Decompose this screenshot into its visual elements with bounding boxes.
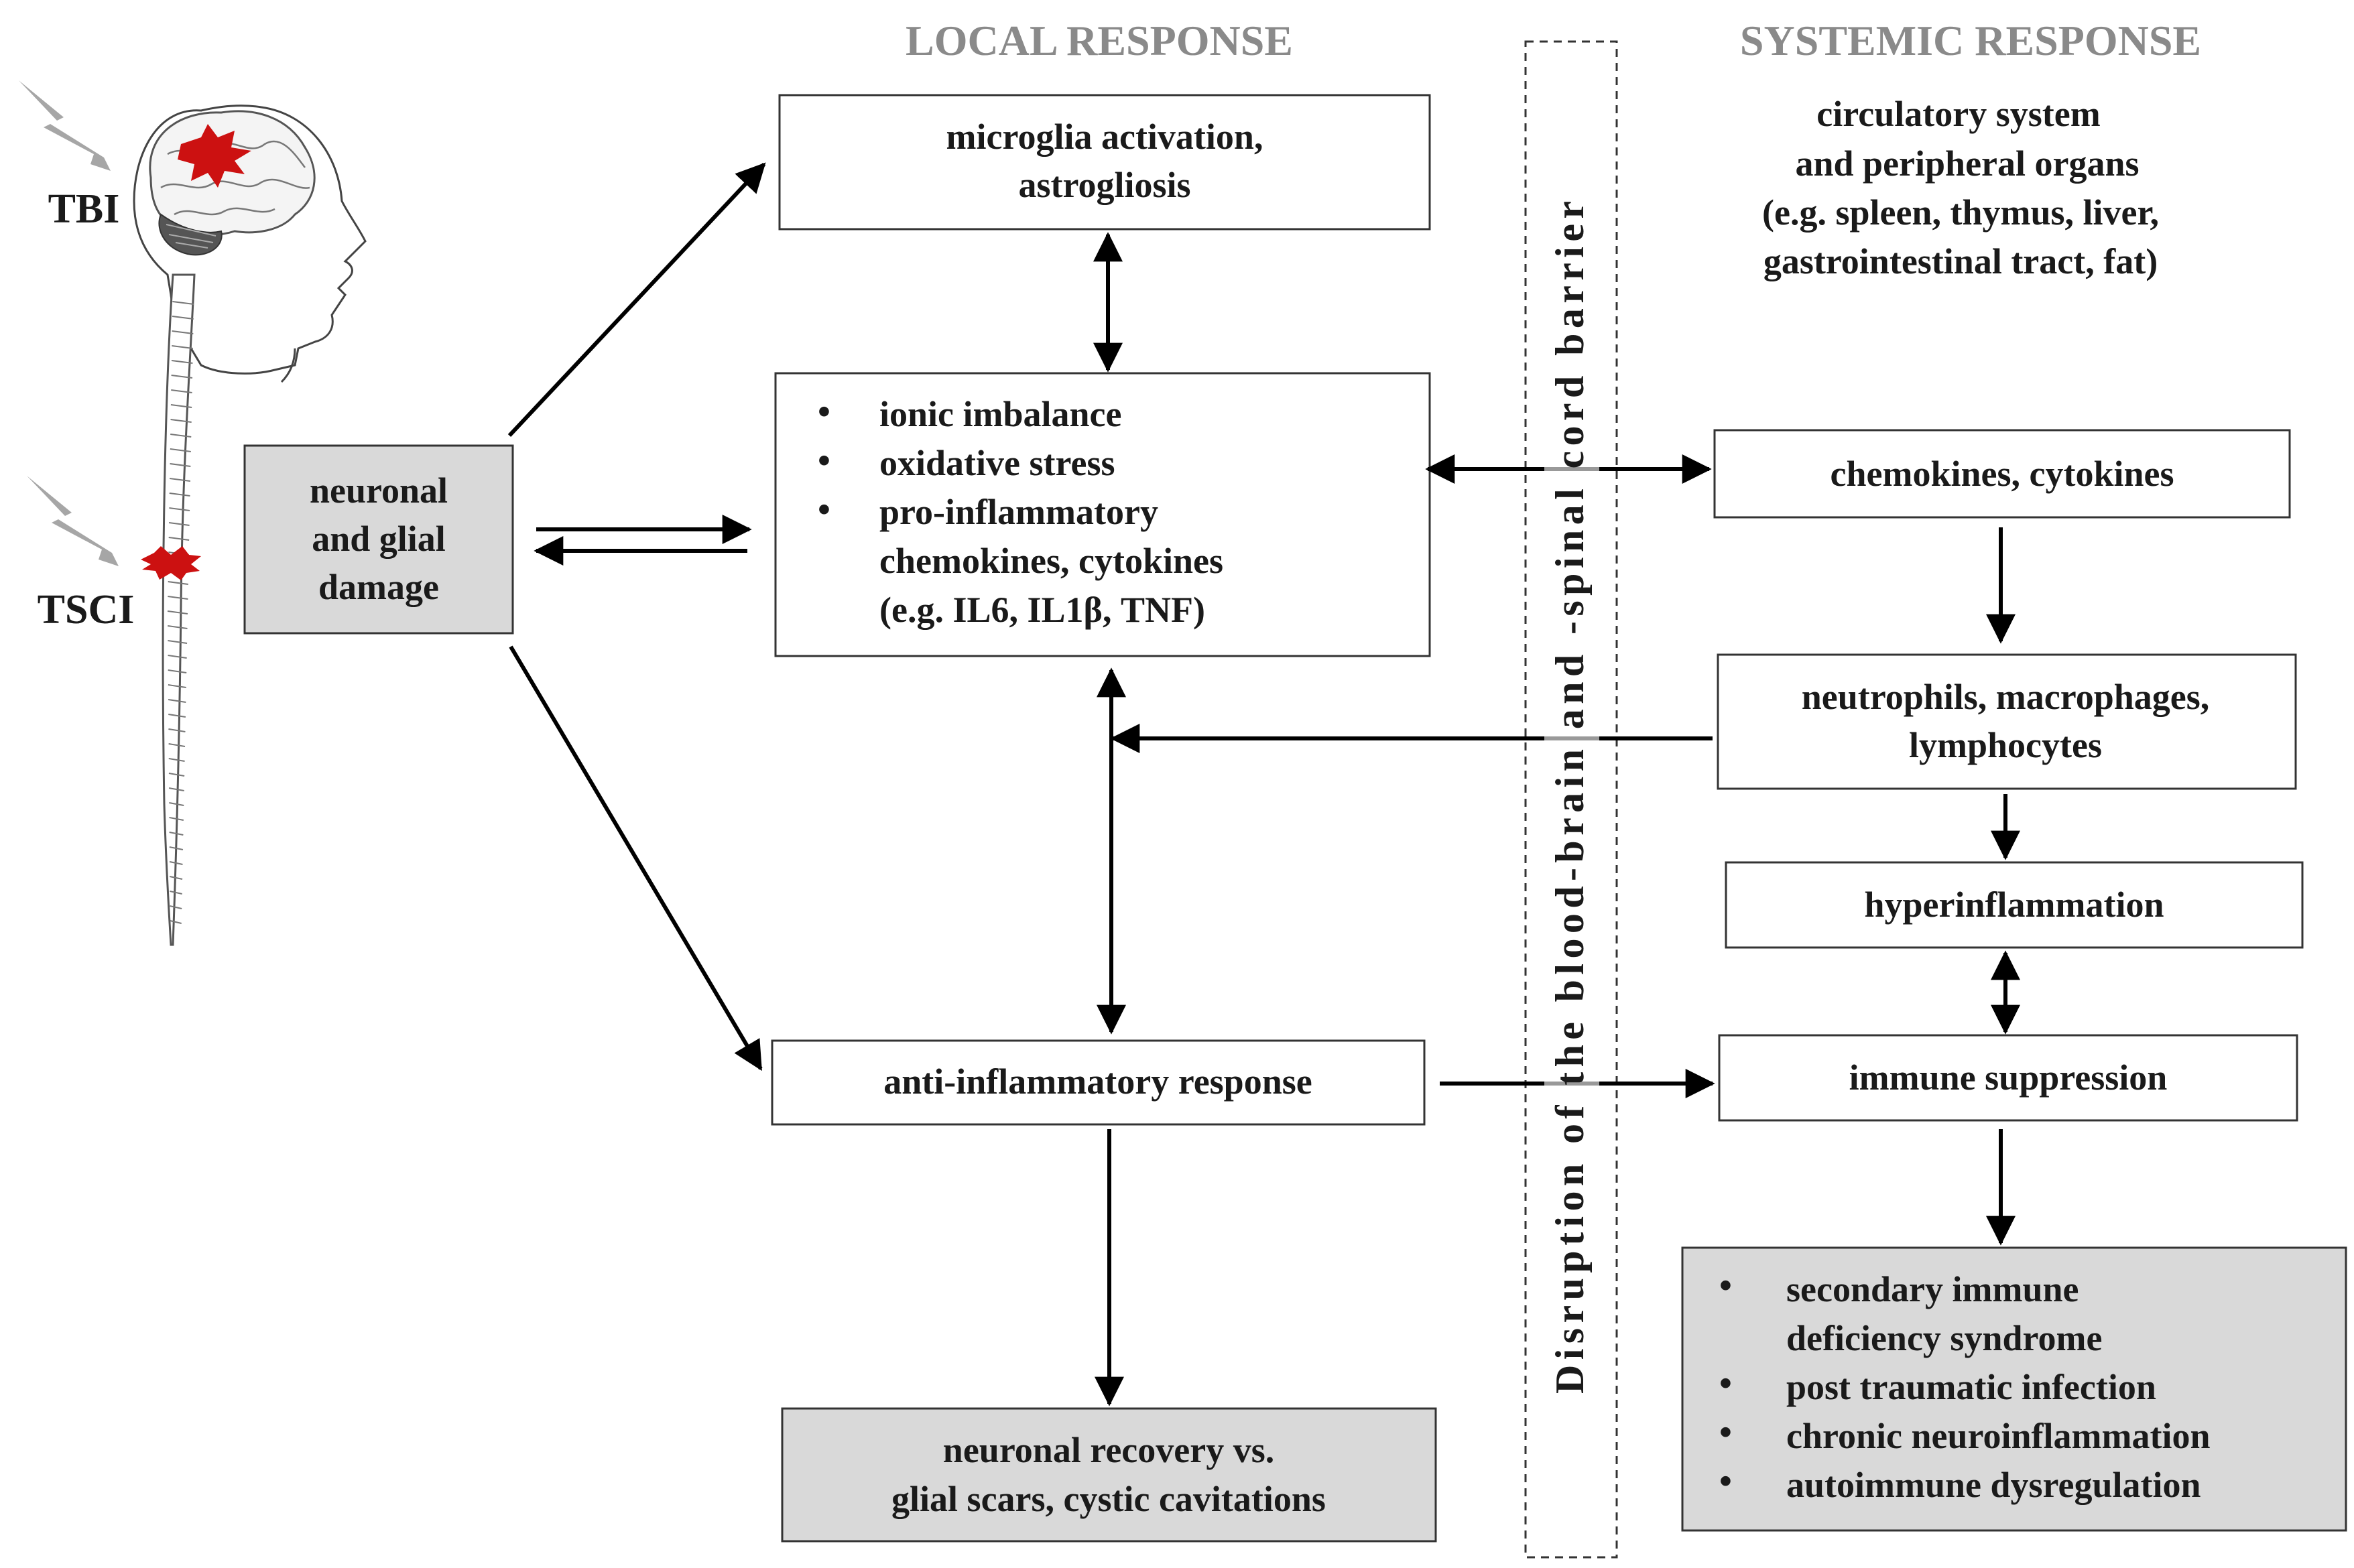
vertebra-segment: [168, 655, 187, 659]
vertebra-segment: [168, 537, 190, 541]
ionic-bullet-2: oxidative stress: [879, 443, 1115, 483]
vertebra-segment: [168, 684, 186, 688]
damage-box: [243, 444, 514, 635]
vertebra-segment: [171, 389, 192, 393]
vertebra-segment: [171, 360, 193, 364]
damage-line-1: neuronal: [310, 470, 448, 511]
vertebra-segment: [172, 345, 194, 349]
bullet-icon: •: [1719, 1461, 1732, 1501]
anti-inflammatory-label: anti-inflammatory response: [883, 1061, 1312, 1102]
vertebra-segment: [168, 625, 188, 629]
vertebra-segment: [168, 669, 187, 673]
circulatory-line-3: (e.g. spleen, thymus, liver,: [1762, 192, 2159, 233]
vertebra-segment: [168, 640, 188, 644]
vertebra-segment: [169, 802, 184, 806]
neutrophils-line-2: lymphocytes: [1909, 725, 2102, 765]
neutrophils-box: [1717, 653, 2297, 790]
local-response-header: LOCAL RESPONSE: [906, 17, 1293, 64]
vertebra-segment: [169, 832, 184, 836]
microglia-box: [778, 94, 1431, 231]
vertebra-segment: [168, 714, 186, 718]
bullet-icon: •: [1719, 1412, 1732, 1452]
immune-suppression-box: [1718, 1034, 2298, 1122]
bullet-icon: •: [1719, 1363, 1732, 1403]
vertebra-segment: [170, 448, 191, 452]
vertebra-segment: [169, 846, 184, 850]
vertebra-segment: [169, 817, 184, 821]
systemic-response-header: SYSTEMIC RESPONSE: [1740, 17, 2201, 64]
chemokines-box: [1713, 429, 2291, 519]
vertebra-segment: [172, 330, 194, 334]
vertebra-segment: [169, 861, 183, 865]
recovery-line-1: neuronal recovery vs.: [943, 1430, 1274, 1470]
vertebra-segment: [169, 507, 190, 511]
vertebra-segment: [168, 728, 186, 732]
outcome-bullet-2: post traumatic infection: [1786, 1367, 2156, 1407]
outcome-continuation: deficiency syndrome: [1786, 1318, 2102, 1358]
ionic-continuation-1: chemokines, cytokines: [879, 541, 1223, 581]
hyperinflammation-label: hyperinflammation: [1864, 885, 2164, 925]
outcome-bullet-1: secondary immune: [1786, 1269, 2079, 1309]
damage-line-2: and glial: [312, 519, 446, 559]
lightning-bolt-icon: [27, 476, 119, 566]
ionic-bullet-1: ionic imbalance: [879, 394, 1122, 434]
outcome-bullet-4: autoimmune dysregulation: [1786, 1465, 2201, 1505]
vertebra-segment: [170, 404, 192, 408]
circulatory-line-1: circulatory system: [1816, 94, 2100, 134]
bullet-icon: •: [818, 440, 830, 480]
vertebra-segment: [168, 596, 188, 600]
circulatory-line-2: and peripheral organs: [1795, 143, 2139, 184]
barrier-band: [1524, 40, 1618, 1559]
vertebra-segment: [168, 743, 186, 747]
vertebra-segment: [168, 758, 185, 762]
vertebra-segment: [170, 920, 182, 924]
chemokines-label: chemokines, cytokines: [1831, 454, 2174, 494]
tbi-label: TBI: [48, 186, 120, 232]
recovery-line-2: glial scars, cystic cavitations: [891, 1479, 1326, 1519]
vertebra-segment: [171, 375, 193, 379]
hyperinflammation-box: [1725, 861, 2304, 949]
vertebra-segment: [167, 610, 188, 614]
vertebra-segment: [170, 891, 182, 895]
microglia-line-1: microglia activation,: [946, 117, 1263, 157]
ionic-bullet-3: pro-inflammatory: [879, 492, 1158, 532]
arrow-damage-to-microglia: [507, 162, 766, 438]
vertebra-segment: [168, 699, 186, 703]
anti-inflammatory-box: [771, 1039, 1426, 1126]
lightning-bolt-icon: [19, 80, 111, 171]
spinal-cord-illustration: [162, 273, 196, 946]
arrow-damage-to-anti-inflammatory: [509, 645, 763, 1071]
bullet-icon: •: [1719, 1265, 1732, 1305]
recovery-box: [781, 1407, 1437, 1543]
vertebra-segment: [168, 522, 190, 526]
immune-suppression-label: immune suppression: [1849, 1057, 2168, 1098]
lesion-burst-icon: [178, 124, 251, 188]
damage-line-3: damage: [318, 567, 439, 607]
vertebra-segment: [170, 419, 192, 423]
spinal-lesion-burst-icon: [141, 546, 201, 580]
bullet-icon: •: [818, 391, 830, 432]
vertebra-segment: [172, 316, 194, 320]
microglia-line-2: astrogliosis: [1018, 165, 1190, 205]
outcomes-box: [1681, 1246, 2347, 1532]
vertebra-segment: [169, 493, 190, 497]
bullet-icon: •: [818, 489, 830, 529]
neutrophils-line-1: neutrophils, macrophages,: [1802, 677, 2210, 717]
outcome-bullet-3: chronic neuroinflammation: [1786, 1416, 2211, 1456]
tsci-label: TSCI: [38, 587, 135, 633]
vertebra-segment: [170, 478, 191, 482]
vertebra-segment: [168, 581, 188, 585]
circulatory-line-4: gastrointestinal tract, fat): [1763, 241, 2158, 281]
vertebra-segment: [170, 434, 192, 438]
vertebra-segment: [170, 905, 182, 909]
vertebra-segment: [168, 787, 184, 791]
vertebra-segment: [168, 773, 185, 777]
ionic-box: [774, 372, 1431, 657]
ionic-continuation-2: (e.g. IL6, IL1β, TNF): [879, 590, 1205, 630]
head-spine-illustration: [19, 80, 367, 946]
vertebra-segment: [169, 876, 183, 880]
vertebra-segment: [170, 463, 191, 467]
vertebra-segment: [172, 301, 194, 305]
